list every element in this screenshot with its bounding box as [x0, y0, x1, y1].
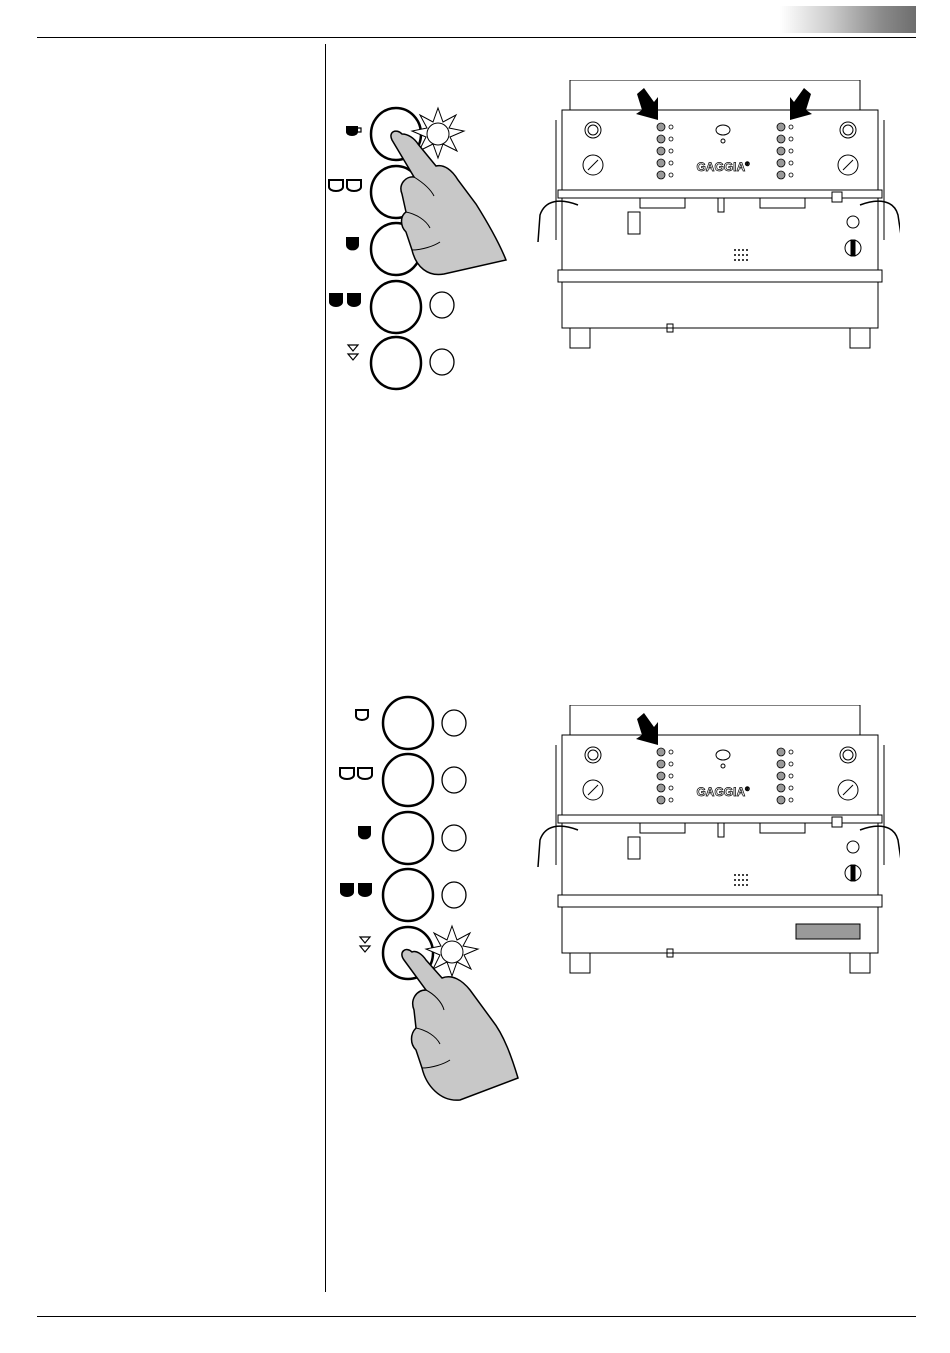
double-short-cup-icon: [340, 768, 372, 779]
machine-brand-logo: GAGGIA®: [696, 785, 750, 799]
grill-icon: [734, 874, 748, 886]
single-long-button: [383, 812, 433, 864]
machine-brand-logo: GAGGIA®: [696, 160, 750, 174]
machine-body: [556, 80, 884, 348]
single-long-cup-icon: [346, 237, 359, 250]
single-short-button: [383, 697, 433, 749]
double-long-button: [383, 869, 433, 921]
display-window: [796, 924, 860, 939]
single-long-cup-icon: [358, 826, 371, 839]
group-head: [628, 817, 861, 881]
header-rule: [37, 37, 916, 38]
grill-icon: [734, 249, 748, 261]
control-panel-figure-1: [326, 92, 516, 397]
control-panel-figure-2: [326, 690, 526, 1110]
single-short-cup-icon: [346, 126, 361, 136]
led-indicator: [442, 767, 466, 793]
continuous-delivery-icon: [348, 345, 358, 360]
continuous-button: [371, 337, 421, 389]
led-indicator: [430, 292, 454, 318]
header-color-tab: [780, 6, 916, 33]
led-indicator: [442, 710, 466, 736]
espresso-machine-figure-1: GAGGIA®: [530, 80, 900, 355]
double-long-cup-icon: [329, 293, 361, 307]
led-indicator: [430, 349, 454, 375]
pressing-hand-icon: [402, 950, 518, 1101]
double-short-button: [383, 754, 433, 806]
single-short-cup-icon: [356, 710, 368, 720]
led-indicator: [442, 882, 466, 908]
led-indicator: [442, 825, 466, 851]
continuous-delivery-icon: [360, 937, 370, 952]
double-short-cup-icon: [329, 180, 361, 191]
espresso-machine-figure-2: GAGGIA®: [530, 705, 900, 980]
double-long-cup-icon: [340, 883, 372, 897]
double-long-button: [371, 281, 421, 333]
group-head: [628, 192, 861, 256]
footer-rule: [37, 1316, 916, 1317]
